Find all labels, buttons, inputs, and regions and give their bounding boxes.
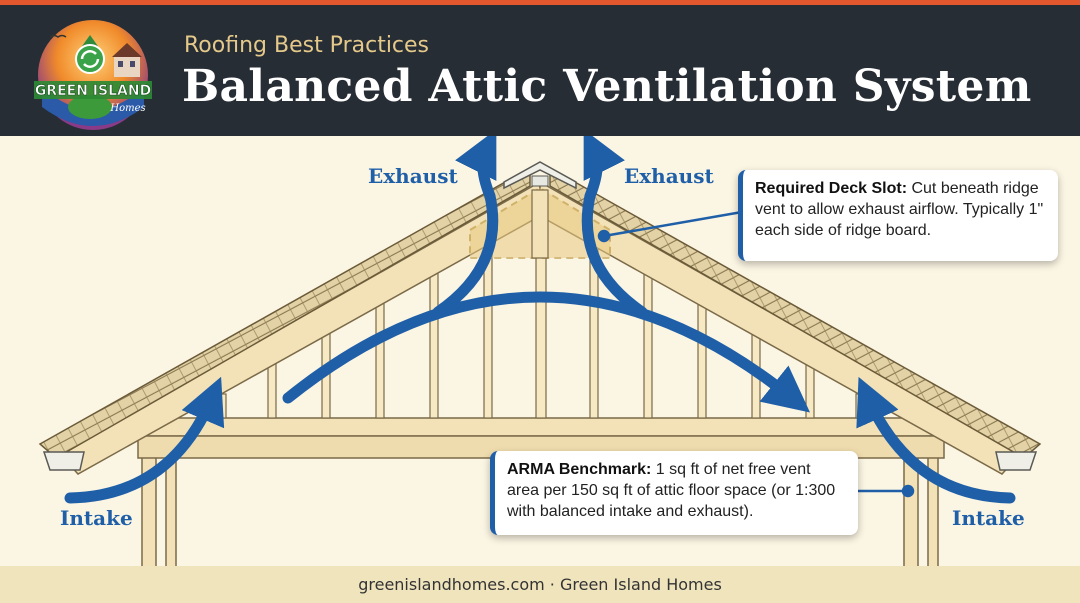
callout-deck-slot-heading: Required Deck Slot:: [755, 180, 908, 197]
page-title: Balanced Attic Ventilation System: [182, 61, 1032, 112]
intake-arrow-left: [64, 376, 225, 504]
convection-arc-arrow: [282, 291, 811, 413]
ridge-vent: [503, 161, 577, 190]
exhaust-arrow-left: [432, 136, 499, 318]
airflow-arrows: [64, 136, 1016, 504]
callout-arma-benchmark: ARMA Benchmark: 1 sq ft of net free vent…: [490, 451, 858, 535]
header-banner: GREEN ISLAND Homes Roofing Best Practice…: [0, 5, 1080, 136]
green-island-logo: GREEN ISLAND Homes: [34, 20, 152, 130]
ridge-board: [531, 189, 549, 259]
intake-arrow-right: [856, 376, 1016, 504]
callout-arma-text: 1 sq ft of net free vent area per 150 sq…: [507, 461, 836, 520]
top-accent-bar: [0, 0, 1080, 5]
callout-leaders: [597, 210, 915, 498]
roof-shingles: [38, 166, 1042, 459]
fascia-gutters: [42, 451, 1038, 471]
header-subtitle: Roofing Best Practices: [184, 33, 430, 58]
label-exhaust-right: Exhaust: [624, 164, 714, 188]
label-intake-right: Intake: [952, 506, 1025, 530]
footer-credit: greenislandhomes.com · Green Island Home…: [0, 566, 1080, 603]
logo-subtext: Homes: [109, 103, 145, 114]
wall-framing: [141, 455, 939, 568]
callout-deck-slot-text: Cut beneath ridge vent to allow exhaust …: [755, 180, 1044, 239]
label-intake-left: Intake: [60, 506, 133, 530]
callout-arma-heading: ARMA Benchmark:: [507, 461, 652, 478]
exhaust-arrow-right: [581, 136, 648, 318]
callout-deck-slot: Required Deck Slot: Cut beneath ridge ve…: [738, 170, 1058, 261]
label-exhaust-left: Exhaust: [368, 164, 458, 188]
logo-text: GREEN ISLAND: [35, 83, 151, 99]
